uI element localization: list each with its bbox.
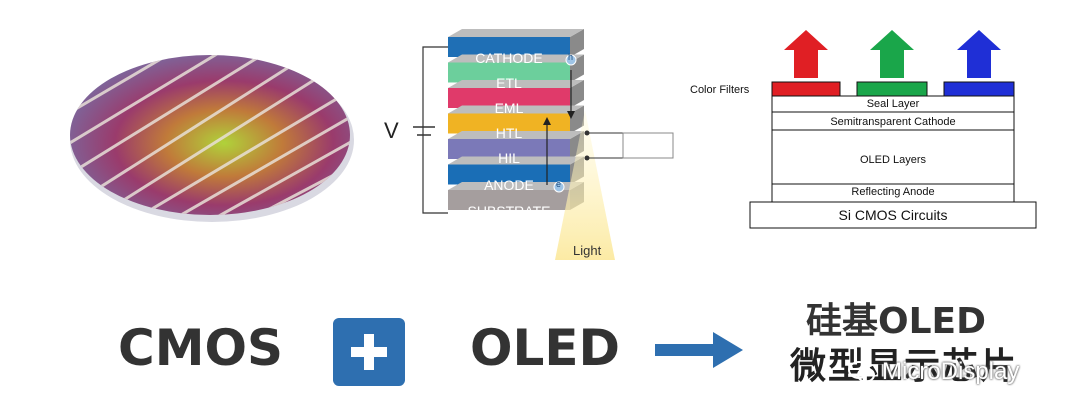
voltage-wire bbox=[422, 46, 448, 214]
light-arrow-1 bbox=[870, 30, 914, 78]
layer-top bbox=[448, 29, 584, 37]
light-arrow-2 bbox=[957, 30, 1001, 78]
color-filters-label: Color Filters bbox=[690, 84, 750, 96]
layer-label-etl: ETL bbox=[496, 75, 522, 91]
layer-blocks bbox=[448, 29, 584, 210]
result-title-line2: 微型显示芯片 bbox=[790, 346, 1019, 387]
layer-anode bbox=[448, 164, 570, 185]
layer-side bbox=[570, 80, 584, 108]
layer-top bbox=[448, 156, 584, 165]
layer-label-htl: HTL bbox=[495, 125, 523, 141]
layer-label-cathode: CATHODE bbox=[475, 50, 543, 66]
hole-symbol: h bbox=[568, 52, 574, 62]
electron-symbol: e bbox=[556, 179, 562, 189]
cmos-circuits-label: Si CMOS Circuits bbox=[838, 207, 948, 223]
oled-stack-diagram bbox=[413, 29, 674, 260]
plus-icon bbox=[333, 318, 405, 386]
layer-cathode bbox=[448, 37, 570, 57]
electron-marker bbox=[553, 181, 565, 193]
layer-eml bbox=[448, 88, 570, 108]
oled-text: OLED bbox=[470, 319, 621, 377]
wechat-icon bbox=[848, 361, 875, 383]
layer-label-anode: ANODE bbox=[484, 177, 534, 193]
layer-substrate bbox=[448, 190, 570, 210]
hole-marker bbox=[565, 54, 577, 66]
right-arrow-icon bbox=[655, 332, 743, 368]
light-label: Light bbox=[573, 243, 602, 258]
layer-hil bbox=[448, 139, 570, 159]
silicon-wafer-image bbox=[70, 55, 354, 222]
layer-top bbox=[448, 131, 584, 139]
voltage-label: V bbox=[384, 118, 399, 143]
layer-label-hil: HIL bbox=[498, 150, 520, 166]
layer-top bbox=[448, 105, 584, 114]
layer-top bbox=[448, 80, 584, 88]
anode-label: Reflecting Anode bbox=[851, 186, 935, 198]
oled-layers-label: OLED Layers bbox=[859, 154, 927, 166]
result-title-line1: 硅基OLED bbox=[806, 301, 987, 342]
cmos-text: CMOS bbox=[118, 319, 283, 377]
seal-layer-label: Seal Layer bbox=[866, 98, 920, 110]
light-beam bbox=[555, 110, 615, 260]
layer-etl bbox=[448, 62, 570, 83]
layer-label-eml: EML bbox=[494, 100, 524, 116]
cathode-label: Semitransparent Cathode bbox=[830, 116, 956, 128]
layer-side bbox=[570, 29, 584, 57]
layer-label-substrate: SUBSTRATE bbox=[467, 203, 551, 219]
watermark-text: MicroDisplay bbox=[882, 358, 1020, 385]
layer-htl bbox=[448, 113, 570, 134]
color-filter-diagram bbox=[749, 30, 1037, 229]
light-arrow-0 bbox=[784, 30, 828, 78]
layer-top bbox=[448, 54, 584, 63]
layer-top bbox=[448, 182, 584, 190]
